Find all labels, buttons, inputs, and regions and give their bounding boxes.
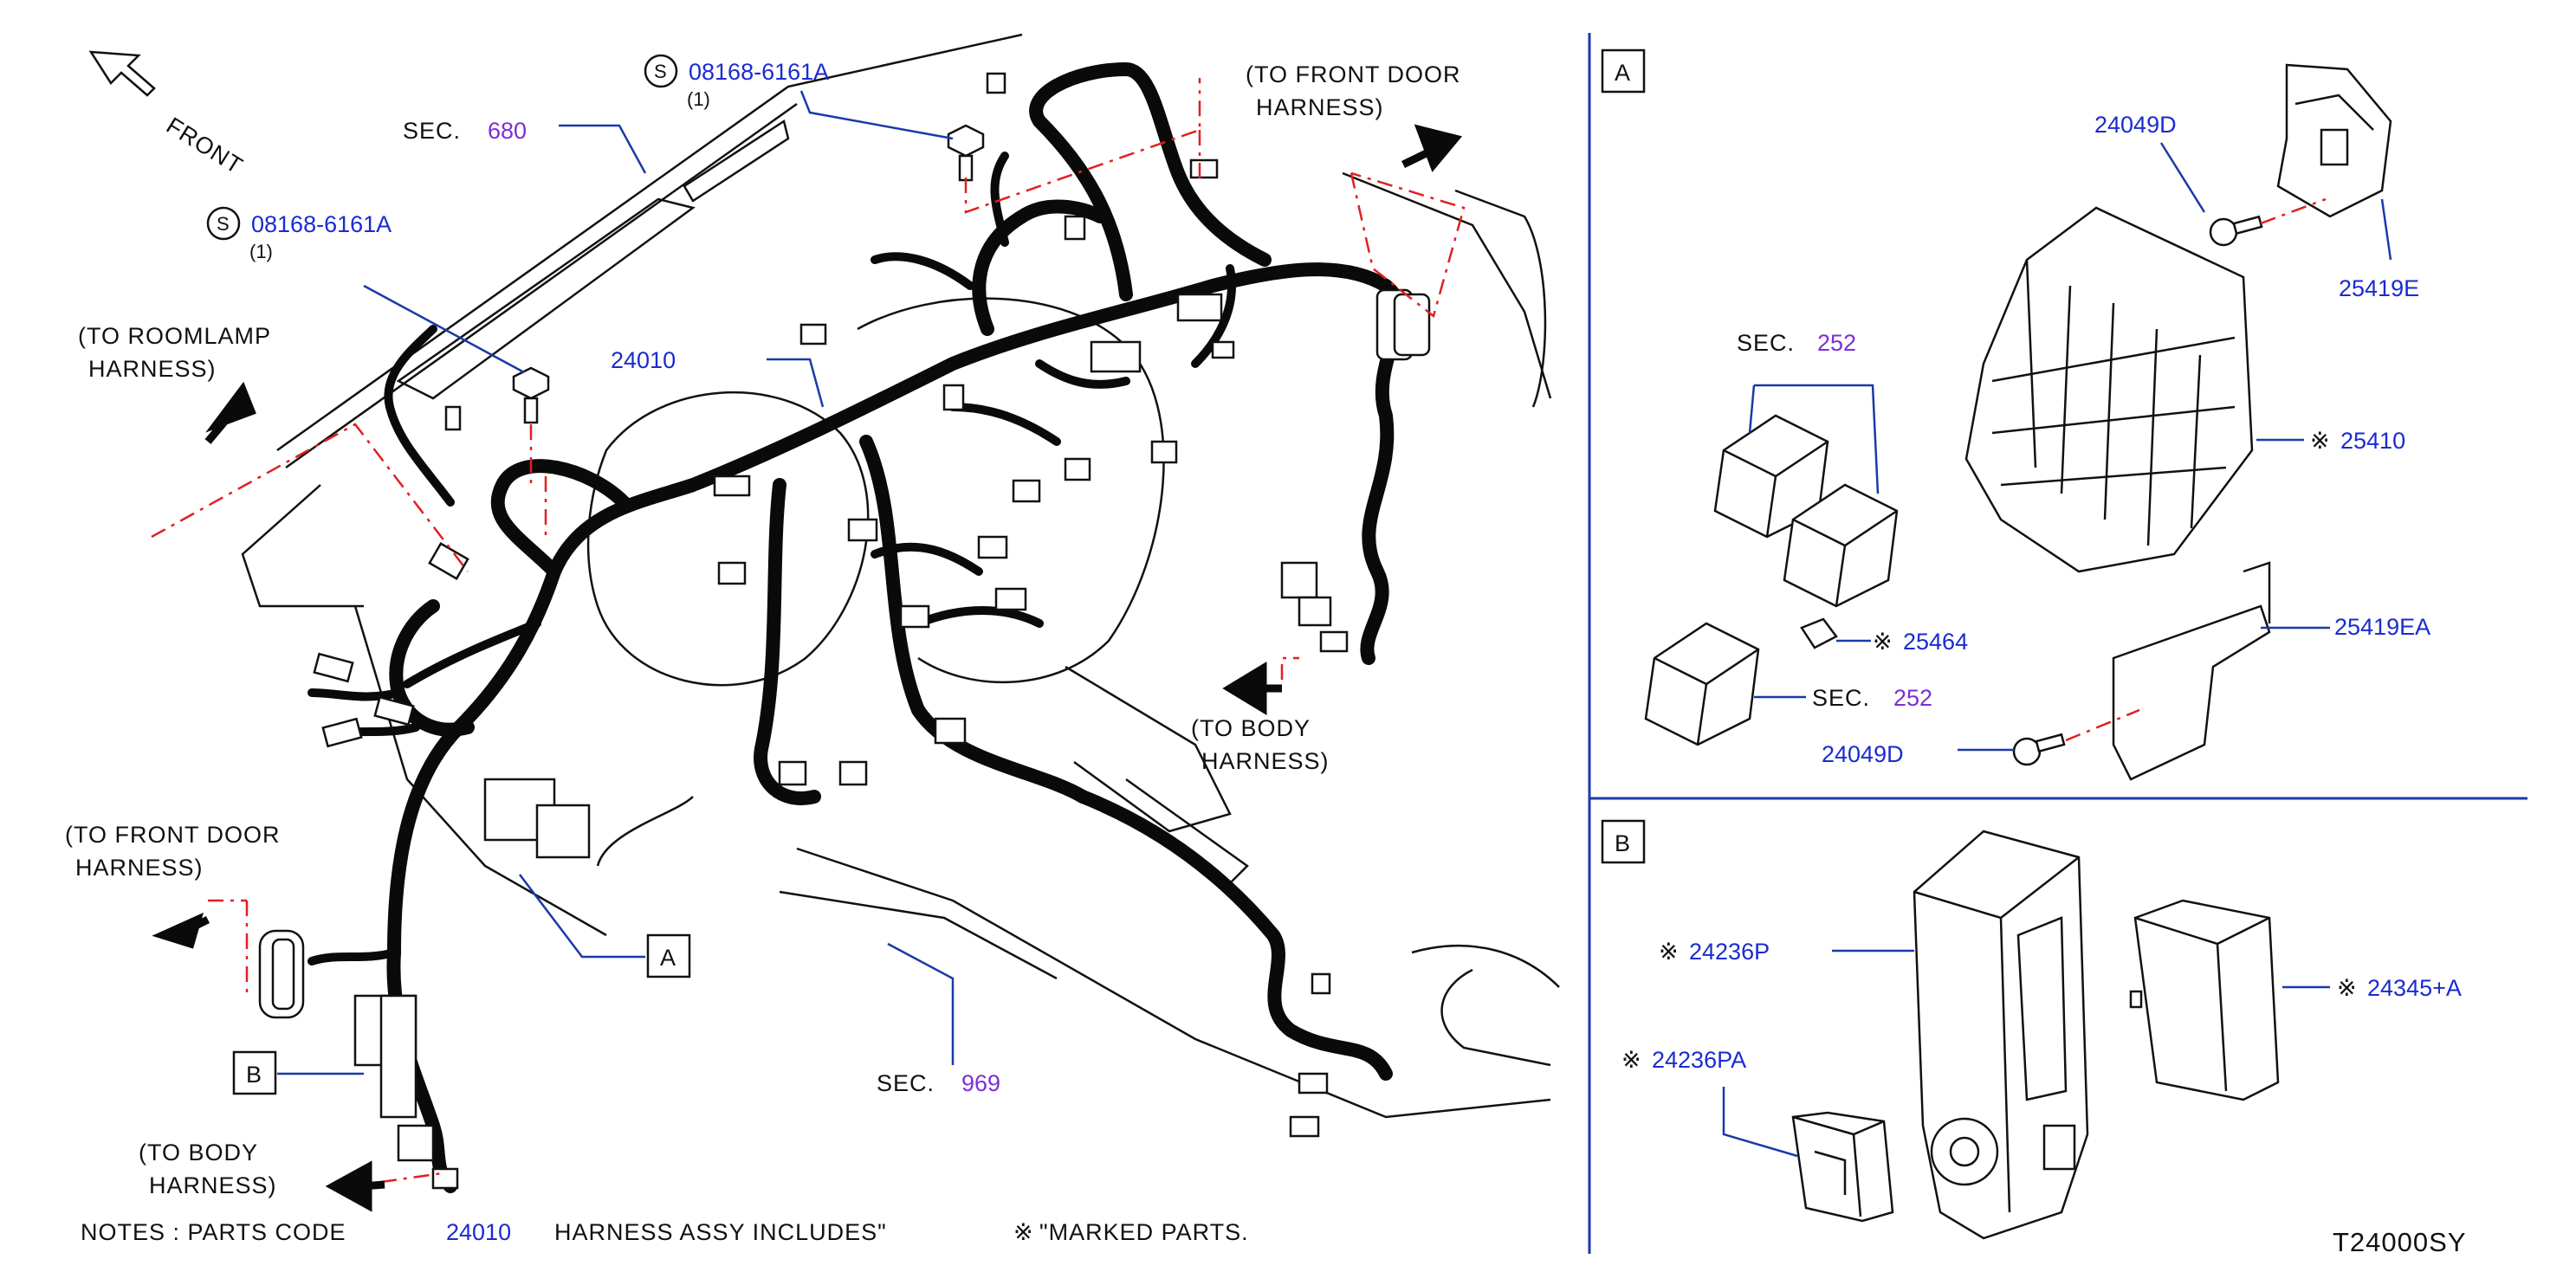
red-guide-lines bbox=[151, 78, 1466, 1184]
notes-code[interactable]: 24010 bbox=[446, 1219, 511, 1245]
label-24049d-top[interactable]: 24049D bbox=[2094, 112, 2177, 138]
cover-24345a-drawing bbox=[2129, 899, 2280, 1101]
sec969-prefix: SEC. bbox=[877, 1070, 935, 1096]
detail-b: B bbox=[1601, 819, 2462, 1240]
bolt-lower-part-number[interactable]: 08168-6161A bbox=[251, 211, 392, 237]
label-24236p-mark: ※ bbox=[1659, 939, 1680, 965]
bolt-lower-callout: S 08168-6161A (1) bbox=[206, 206, 392, 262]
detail-a-title: A bbox=[1615, 60, 1631, 86]
body-bottom-line1: (TO BODY bbox=[139, 1140, 258, 1166]
main-labels: SEC. 680 S 08168-6161A (1) S 08168-6161A… bbox=[65, 54, 1461, 1198]
body-right-line1: (TO BODY bbox=[1191, 715, 1311, 741]
front-door-left-line2: HARNESS) bbox=[75, 855, 204, 881]
screw-symbol-lower: S bbox=[217, 213, 230, 235]
leader-lines bbox=[277, 90, 955, 1075]
detail-a-leaders bbox=[1748, 142, 2392, 752]
notes-prefix: NOTES : PARTS CODE bbox=[81, 1219, 346, 1245]
direction-arrows bbox=[152, 124, 1463, 1212]
label-24236pa-mark: ※ bbox=[1621, 1047, 1642, 1073]
sec680-number: 680 bbox=[488, 118, 527, 144]
sec252-top-prefix: SEC. bbox=[1737, 330, 1795, 356]
detail-a-title-box bbox=[1601, 48, 1646, 94]
relay-lower-drawing bbox=[1644, 622, 1760, 746]
label-25464[interactable]: 25464 bbox=[1903, 629, 1968, 655]
bolt-upper-icon bbox=[947, 124, 985, 182]
detail-b-leaders bbox=[1722, 949, 2330, 1158]
detail-b-labels: ※ 24236P ※ 24345+A ※ 24236PA bbox=[1621, 939, 2462, 1073]
detail-a: A bbox=[1601, 48, 2430, 781]
fuse-25464-drawing bbox=[1800, 617, 1838, 649]
relay-upper-right-drawing bbox=[1783, 483, 1899, 608]
detail-a-labels: 24049D 25419E SEC. 252 ※ 25410 ※ 25464 2… bbox=[1737, 112, 2430, 767]
detail-b-title: B bbox=[1615, 830, 1631, 856]
bolt-upper-callout: S 08168-6161A (1) bbox=[644, 54, 829, 110]
label-24345a[interactable]: 24345+A bbox=[2367, 975, 2462, 1001]
clip-24236pa-drawing bbox=[1791, 1111, 1894, 1223]
front-door-top-line2: HARNESS) bbox=[1256, 94, 1384, 120]
callout-box-b[interactable]: B bbox=[232, 1050, 277, 1095]
housing-24236p-drawing bbox=[1913, 830, 2089, 1240]
front-door-left-line1: (TO FRONT DOOR bbox=[65, 822, 281, 848]
detail-b-title-box bbox=[1601, 819, 1646, 864]
roomlamp-label-line2: HARNESS) bbox=[88, 356, 217, 382]
bolt-icons bbox=[512, 124, 985, 424]
label-25464-mark: ※ bbox=[1873, 629, 1893, 655]
fuse-block-25410-drawing bbox=[1964, 206, 2254, 573]
label-24236p[interactable]: 24236P bbox=[1689, 939, 1770, 965]
relay-upper-left-drawing bbox=[1713, 414, 1829, 539]
front-door-top-line1: (TO FRONT DOOR bbox=[1246, 61, 1461, 87]
label-24345a-mark: ※ bbox=[2337, 975, 2358, 1001]
body-right-line2: HARNESS) bbox=[1201, 748, 1330, 774]
sec252-bottom-number: 252 bbox=[1893, 685, 1932, 711]
bolt-lower-quantity: (1) bbox=[249, 241, 273, 262]
screw-top-icon bbox=[2209, 215, 2263, 247]
front-arrow: FRONT bbox=[88, 50, 248, 179]
notes-middle: HARNESS ASSY INCLUDES" bbox=[554, 1219, 887, 1245]
sec969-number: 969 bbox=[961, 1070, 1000, 1096]
callout-b-letter: B bbox=[246, 1062, 262, 1088]
screw-bottom-icon bbox=[2012, 733, 2066, 766]
label-24236pa[interactable]: 24236PA bbox=[1652, 1047, 1746, 1073]
harness-part-number[interactable]: 24010 bbox=[611, 347, 676, 373]
notes-mark-symbol: ※ bbox=[1013, 1219, 1034, 1245]
bolt-upper-part-number[interactable]: 08168-6161A bbox=[689, 59, 829, 85]
label-25410[interactable]: 25410 bbox=[2340, 428, 2405, 454]
dashboard-outline bbox=[241, 33, 1560, 1119]
bracket-25419e-drawing bbox=[2276, 63, 2392, 218]
connectors bbox=[258, 72, 1431, 1190]
roomlamp-label-line1: (TO ROOMLAMP bbox=[78, 323, 271, 349]
notes-marked: "MARKED PARTS. bbox=[1039, 1219, 1249, 1245]
notes: NOTES : PARTS CODE 24010 HARNESS ASSY IN… bbox=[81, 1219, 1249, 1245]
callout-box-a[interactable]: A bbox=[646, 933, 691, 978]
callout-a-letter: A bbox=[660, 945, 676, 971]
detail-a-guide-bottom bbox=[2065, 708, 2140, 742]
diagram-code: T24000SY bbox=[2333, 1227, 2467, 1257]
screw-symbol-upper: S bbox=[654, 61, 667, 82]
wire-harness bbox=[307, 62, 1406, 1193]
bracket-25419ea-drawing bbox=[2112, 561, 2271, 781]
label-25419ea[interactable]: 25419EA bbox=[2334, 614, 2430, 640]
main-illustration: FRONT bbox=[65, 33, 1560, 1245]
sec252-bottom-prefix: SEC. bbox=[1812, 685, 1870, 711]
bolt-upper-quantity: (1) bbox=[687, 88, 710, 110]
sec680-prefix: SEC. bbox=[403, 118, 461, 144]
label-24049d-bottom[interactable]: 24049D bbox=[1822, 741, 1904, 767]
label-25419e[interactable]: 25419E bbox=[2339, 275, 2419, 301]
front-label: FRONT bbox=[162, 113, 248, 179]
detail-a-guide-top bbox=[2260, 197, 2327, 225]
body-bottom-line2: HARNESS) bbox=[149, 1172, 277, 1198]
bolt-lower-icon bbox=[512, 366, 550, 424]
sec252-top-number: 252 bbox=[1817, 330, 1856, 356]
label-25410-mark: ※ bbox=[2310, 428, 2331, 454]
